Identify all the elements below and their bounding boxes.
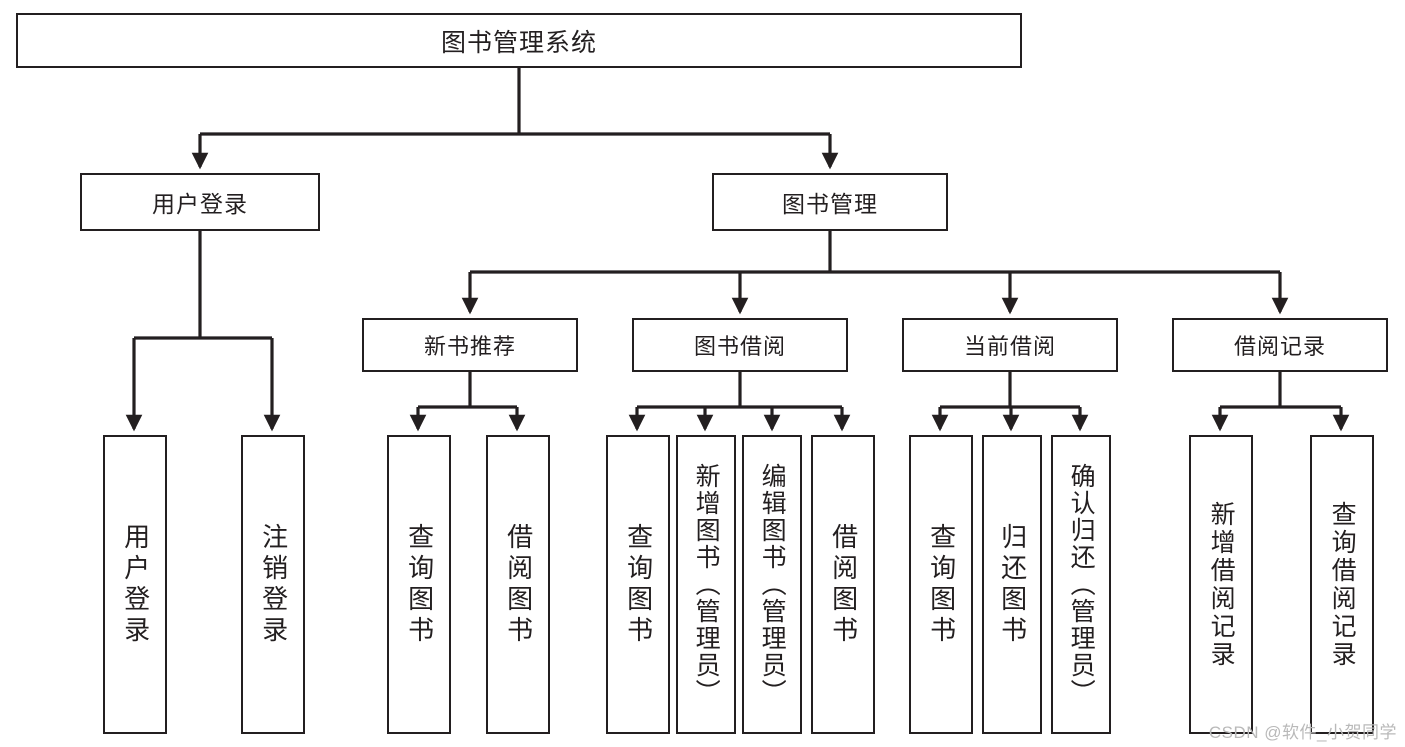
leaf-confirm-return-admin[interactable]: 确认归还（管理员） bbox=[1051, 435, 1111, 734]
leaf-edit-book-admin-label: 编辑图书（管理员） bbox=[758, 463, 787, 706]
leaf-return-book-label: 归还图书 bbox=[997, 522, 1028, 647]
leaf-confirm-return-admin-label: 确认归还（管理员） bbox=[1067, 463, 1096, 706]
leaf-edit-book-admin[interactable]: 编辑图书（管理员） bbox=[742, 435, 802, 734]
node-book-management-label: 图书管理 bbox=[782, 191, 878, 217]
leaf-user-login-label: 用户登录 bbox=[120, 522, 151, 647]
node-book-borrow[interactable]: 图书借阅 bbox=[632, 318, 848, 372]
leaf-borrow-book[interactable]: 借阅图书 bbox=[811, 435, 875, 734]
leaf-borrow-book-recommend-label: 借阅图书 bbox=[503, 522, 534, 647]
leaf-borrow-book-label: 借阅图书 bbox=[828, 522, 859, 647]
node-book-management[interactable]: 图书管理 bbox=[712, 173, 948, 231]
leaf-add-book-admin[interactable]: 新增图书（管理员） bbox=[676, 435, 736, 734]
node-new-book-recommend[interactable]: 新书推荐 bbox=[362, 318, 578, 372]
node-current-borrow[interactable]: 当前借阅 bbox=[902, 318, 1118, 372]
leaf-query-book-recommend-label: 查询图书 bbox=[404, 522, 435, 647]
node-root-label: 图书管理系统 bbox=[440, 28, 597, 57]
leaf-query-book-borrow-label: 查询图书 bbox=[623, 522, 654, 647]
leaf-borrow-book-recommend[interactable]: 借阅图书 bbox=[486, 435, 550, 734]
leaf-query-book-current[interactable]: 查询图书 bbox=[909, 435, 973, 734]
leaf-query-borrow-record[interactable]: 查询借阅记录 bbox=[1310, 435, 1374, 734]
node-new-book-recommend-label: 新书推荐 bbox=[423, 334, 516, 359]
node-borrow-record[interactable]: 借阅记录 bbox=[1172, 318, 1388, 372]
leaf-add-borrow-record-label: 新增借阅记录 bbox=[1207, 500, 1236, 669]
node-current-borrow-label: 当前借阅 bbox=[963, 334, 1056, 359]
leaf-user-logout[interactable]: 注销登录 bbox=[241, 435, 305, 734]
leaf-return-book[interactable]: 归还图书 bbox=[982, 435, 1042, 734]
node-book-borrow-label: 图书借阅 bbox=[693, 334, 786, 359]
node-user-login-label: 用户登录 bbox=[152, 191, 248, 217]
leaf-add-book-admin-label: 新增图书（管理员） bbox=[692, 463, 721, 706]
leaf-add-borrow-record[interactable]: 新增借阅记录 bbox=[1189, 435, 1253, 734]
leaf-user-logout-label: 注销登录 bbox=[258, 522, 289, 647]
csdn-watermark: CSDN @软件_小贺同学 bbox=[1208, 723, 1397, 742]
leaf-query-book-current-label: 查询图书 bbox=[926, 522, 957, 647]
leaf-query-borrow-record-label: 查询借阅记录 bbox=[1328, 500, 1357, 669]
leaf-query-book-borrow[interactable]: 查询图书 bbox=[606, 435, 670, 734]
node-borrow-record-label: 借阅记录 bbox=[1233, 334, 1326, 359]
node-root[interactable]: 图书管理系统 bbox=[16, 13, 1022, 68]
leaf-query-book-recommend[interactable]: 查询图书 bbox=[387, 435, 451, 734]
node-user-login[interactable]: 用户登录 bbox=[80, 173, 320, 231]
leaf-user-login[interactable]: 用户登录 bbox=[103, 435, 167, 734]
